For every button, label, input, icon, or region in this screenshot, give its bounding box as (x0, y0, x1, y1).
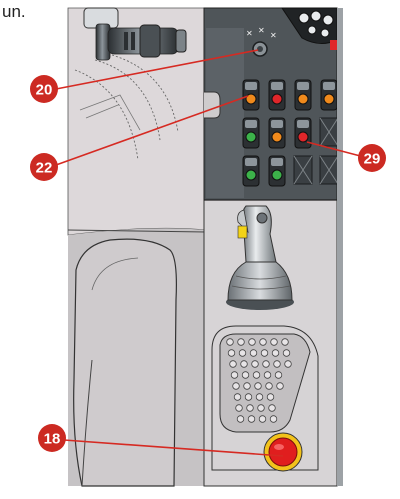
pedal-stud (250, 350, 257, 357)
callout-18-label: 18 (44, 431, 61, 448)
switch-icon (295, 118, 311, 148)
callout-29: 29 (358, 144, 386, 172)
switch-icon (295, 80, 311, 110)
pedal-stud (285, 361, 292, 368)
svg-text:✕: ✕ (258, 26, 265, 35)
pedal-stud (261, 350, 268, 357)
pedal-stud (277, 383, 284, 390)
pedal-stud (252, 361, 259, 368)
pedal-stud (247, 405, 254, 412)
pedal-stud (231, 372, 238, 379)
pedal-stud (253, 372, 260, 379)
blank-switch-slot (320, 156, 338, 184)
callout-29-label: 29 (364, 151, 381, 168)
blank-switch-slot (294, 156, 312, 184)
pedal-stud (248, 416, 255, 423)
callout-18: 18 (38, 424, 66, 452)
pedal-stud (244, 383, 251, 390)
pedal-stud (283, 350, 290, 357)
pedal-stud (258, 405, 265, 412)
pedal-stud (238, 339, 245, 346)
pedal-stud (269, 405, 276, 412)
switch-icon (269, 118, 285, 148)
callout-22-label: 22 (36, 160, 53, 177)
switch-icon (321, 80, 337, 110)
pedal-stud (266, 383, 273, 390)
pedal-stud (228, 350, 235, 357)
pedal-stud (275, 372, 282, 379)
switch-icon (243, 80, 259, 110)
pedal-stud (263, 361, 270, 368)
pedal-stud (233, 383, 240, 390)
pedal-stud (234, 394, 241, 401)
switch-icon (243, 156, 259, 186)
pedal-stud (271, 339, 278, 346)
pedal-stud (256, 394, 263, 401)
callout-20-label: 20 (36, 82, 53, 99)
switch-icon (269, 156, 285, 186)
pedal-stud (255, 383, 262, 390)
switch-icon (269, 80, 285, 110)
blank-switch-slot (320, 118, 338, 146)
svg-text:✕: ✕ (246, 29, 253, 38)
pedal-stud (260, 339, 267, 346)
pedal-stud (272, 350, 279, 357)
callout-22: 22 (30, 153, 58, 181)
pedal-stud (239, 350, 246, 357)
pedal-stud (236, 405, 243, 412)
pedal-stud (237, 416, 244, 423)
pedal-stud (274, 361, 281, 368)
pedal-stud (282, 339, 289, 346)
pedal-stud (267, 394, 274, 401)
pedal-stud (245, 394, 252, 401)
pedal-stud (230, 361, 237, 368)
pedal-stud (241, 361, 248, 368)
svg-text:✕: ✕ (270, 31, 277, 40)
pedal-stud (270, 416, 277, 423)
seat-cushion (74, 239, 177, 486)
pedal-stud (264, 372, 271, 379)
switch-icon (243, 118, 259, 148)
pedal-stud (249, 339, 256, 346)
pedal-stud (227, 339, 234, 346)
callout-20: 20 (30, 75, 58, 103)
pedal-stud (259, 416, 266, 423)
emergency-stop-icon (264, 433, 302, 471)
right-edge (337, 8, 343, 486)
pedal-stud (242, 372, 249, 379)
